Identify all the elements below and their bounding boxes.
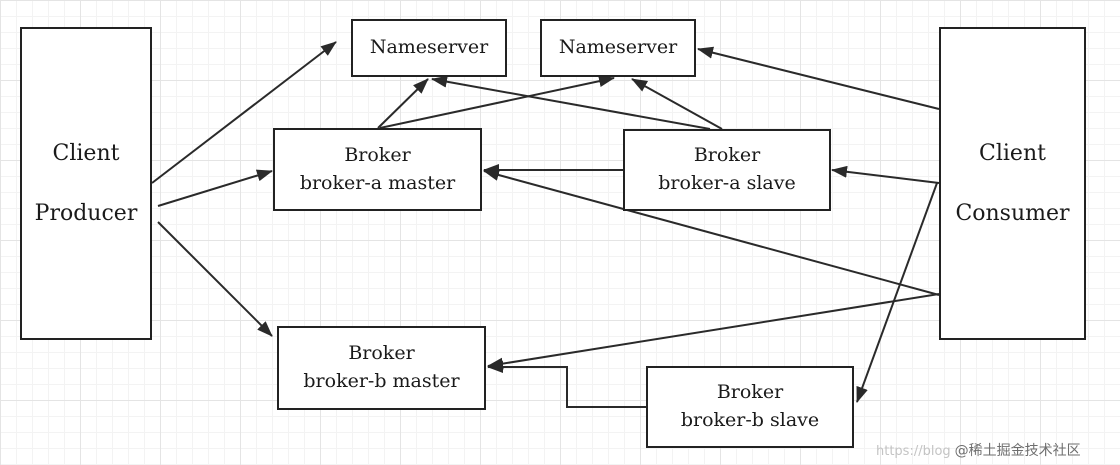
producer-line-1: Client xyxy=(52,140,120,166)
producer-line-2: Producer xyxy=(34,200,138,226)
watermark-brand: @稀土掘金技术社区 xyxy=(954,443,1081,459)
arrow-broker-a-master-to-nameserver-2 xyxy=(379,75,615,129)
arrow-broker-a-slave-to-nameserver-2 xyxy=(631,78,723,130)
arrow-producer-to-broker-b-master xyxy=(157,221,273,337)
consumer-line-2: Consumer xyxy=(955,200,1070,226)
broker-b-slave-line-2: broker-b slave xyxy=(680,409,820,431)
arrow-consumer-to-broker-a-master xyxy=(483,169,940,296)
nameserver-label: Nameserver xyxy=(558,36,678,59)
nameserver-label: Nameserver xyxy=(369,36,489,59)
broker-a-slave-line-1: Broker xyxy=(693,144,761,167)
consumer-line-1: Client xyxy=(979,140,1046,166)
watermark: https://blog@稀土掘金技术社区 xyxy=(876,440,1081,460)
broker-a-slave-box: Broker broker-a slave xyxy=(623,129,831,211)
nameserver-box-1: Nameserver xyxy=(351,19,507,77)
broker-a-master-line-1: Broker xyxy=(344,143,411,166)
arrow-consumer-to-broker-b-master xyxy=(487,293,940,370)
broker-b-master-line-1: Broker xyxy=(348,342,415,365)
arrow-consumer-to-broker-b-slave xyxy=(856,182,938,403)
broker-b-master-box: Broker broker-b master xyxy=(277,326,486,410)
nameserver-box-2: Nameserver xyxy=(540,19,696,77)
arrow-consumer-to-nameserver-2 xyxy=(697,46,940,110)
broker-b-slave-line-1: Broker xyxy=(716,381,784,404)
broker-b-slave-box: Broker broker-b slave xyxy=(646,366,854,448)
arrow-broker-a-master-to-nameserver-1 xyxy=(377,78,429,129)
broker-a-slave-line-2: broker-a slave xyxy=(658,172,796,194)
arrow-producer-to-nameserver xyxy=(151,41,337,184)
client-consumer-box: Client Consumer xyxy=(939,27,1086,340)
watermark-url: https://blog xyxy=(876,444,951,459)
broker-a-master-box: Broker broker-a master xyxy=(273,128,482,211)
arrow-producer-to-broker-a-master xyxy=(157,169,273,207)
broker-b-master-line-2: broker-b master xyxy=(303,370,460,392)
arrow-broker-b-slave-to-broker-b-master xyxy=(487,361,646,408)
arrow-consumer-to-broker-a-slave xyxy=(831,165,940,184)
client-producer-box: Client Producer xyxy=(20,27,152,340)
arrow-broker-a-slave-to-nameserver-1 xyxy=(431,75,711,130)
broker-a-master-line-2: broker-a master xyxy=(299,171,456,194)
